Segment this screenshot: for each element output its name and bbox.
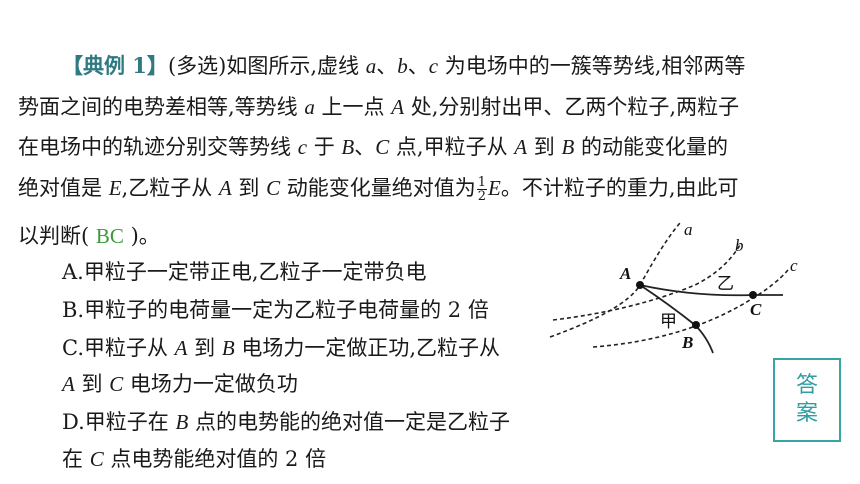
label-b: b [735,236,744,255]
answer-text: BC [95,224,124,248]
label-point-A: A [619,264,631,283]
question-line-5: 以判断( BC )。 [18,224,160,248]
point-A-dot [636,281,644,289]
point-B-dot [692,321,700,329]
option-b: B.甲粒子的电荷量一定为乙粒子电荷量的 2 倍 [62,298,489,322]
example-bracket: 【典例 1】 [62,53,168,78]
answer-button[interactable]: 答 案 [773,358,841,442]
equipotential-line-b [552,244,741,321]
label-point-B: B [681,333,693,352]
question-line-1: 【典例 1】(多选)如图所示,虚线 a、b、c 为电场中的一簇等势线,相邻两等 [62,53,746,78]
answer-button-line-2: 案 [795,401,818,426]
option-c-line-2: A 到 C 电场力一定做负功 [62,372,298,396]
label-jia: 甲 [660,312,677,332]
equipotential-line-c [592,269,789,348]
option-d-line-2: 在 C 点电势能绝对值的 2 倍 [62,447,327,471]
option-a: A.甲粒子一定带正电,乙粒子一定带负电 [62,260,427,284]
trajectory-yi [639,284,783,297]
question-line-2: 势面之间的电势差相等,等势线 a 上一点 A 处,分别射出甲、乙两个粒子,两粒子 [18,95,740,119]
label-point-C: C [750,300,762,319]
label-a: a [684,220,693,239]
answer-button-line-1: 答 [795,373,818,398]
option-d-line-1: D.甲粒子在 B 点的电势能的绝对值一定是乙粒子 [62,410,510,434]
label-c: c [790,256,798,275]
question-line-3: 在电场中的轨迹分别交等势线 c 于 B、C 点,甲粒子从 A 到 B 的动能变化… [18,135,728,159]
option-c-line-1: C.甲粒子从 A 到 B 电场力一定做正功,乙粒子从 [62,336,501,360]
point-C-dot [749,291,757,299]
equipotential-diagram: a b c A B C 甲 乙 [549,220,798,354]
label-yi: 乙 [717,274,734,294]
